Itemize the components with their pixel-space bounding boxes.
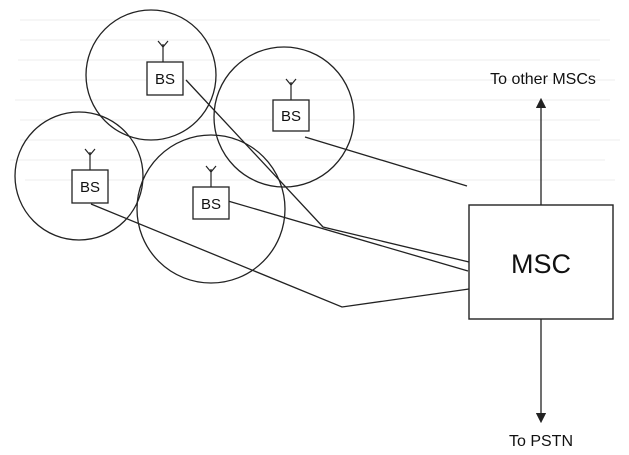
base-station-label: BS bbox=[281, 108, 301, 125]
base-station-top-right: BS bbox=[272, 78, 310, 132]
base-station-center: BS bbox=[192, 165, 230, 220]
coverage-circle-left bbox=[14, 111, 144, 241]
antenna-icon bbox=[285, 78, 297, 100]
base-station-box bbox=[146, 61, 184, 96]
base-station-label: BS bbox=[80, 179, 100, 196]
antenna-icon bbox=[205, 165, 217, 187]
coverage-circle-center bbox=[136, 134, 286, 284]
base-station-box bbox=[71, 169, 109, 204]
msc-label: MSC bbox=[511, 249, 571, 279]
coverage-circle-top-left bbox=[85, 9, 217, 141]
link-top-right-bs-to-msc bbox=[304, 136, 468, 187]
to-pstn-label: To PSTN bbox=[509, 433, 573, 450]
to-other-mscs-label: To other MSCs bbox=[490, 71, 596, 88]
base-station-box bbox=[272, 99, 310, 132]
msc-box bbox=[468, 204, 614, 320]
link-left-bs-to-msc bbox=[90, 203, 470, 308]
msc-node: MSC bbox=[468, 204, 614, 320]
link-center-bs-to-msc bbox=[227, 200, 469, 272]
base-station-box bbox=[192, 186, 230, 220]
scan-background bbox=[10, 19, 620, 181]
connection-lines bbox=[90, 79, 547, 424]
antenna-icon bbox=[157, 40, 169, 62]
base-station-label: BS bbox=[201, 196, 221, 213]
link-top-left-bs-to-msc bbox=[185, 79, 470, 263]
coverage-circles bbox=[14, 9, 355, 284]
base-station-top-left: BS bbox=[146, 40, 184, 96]
antenna-icon bbox=[84, 148, 96, 170]
base-station-label: BS bbox=[155, 71, 175, 88]
base-station-left: BS bbox=[71, 148, 109, 204]
coverage-circle-top-right bbox=[213, 46, 355, 188]
